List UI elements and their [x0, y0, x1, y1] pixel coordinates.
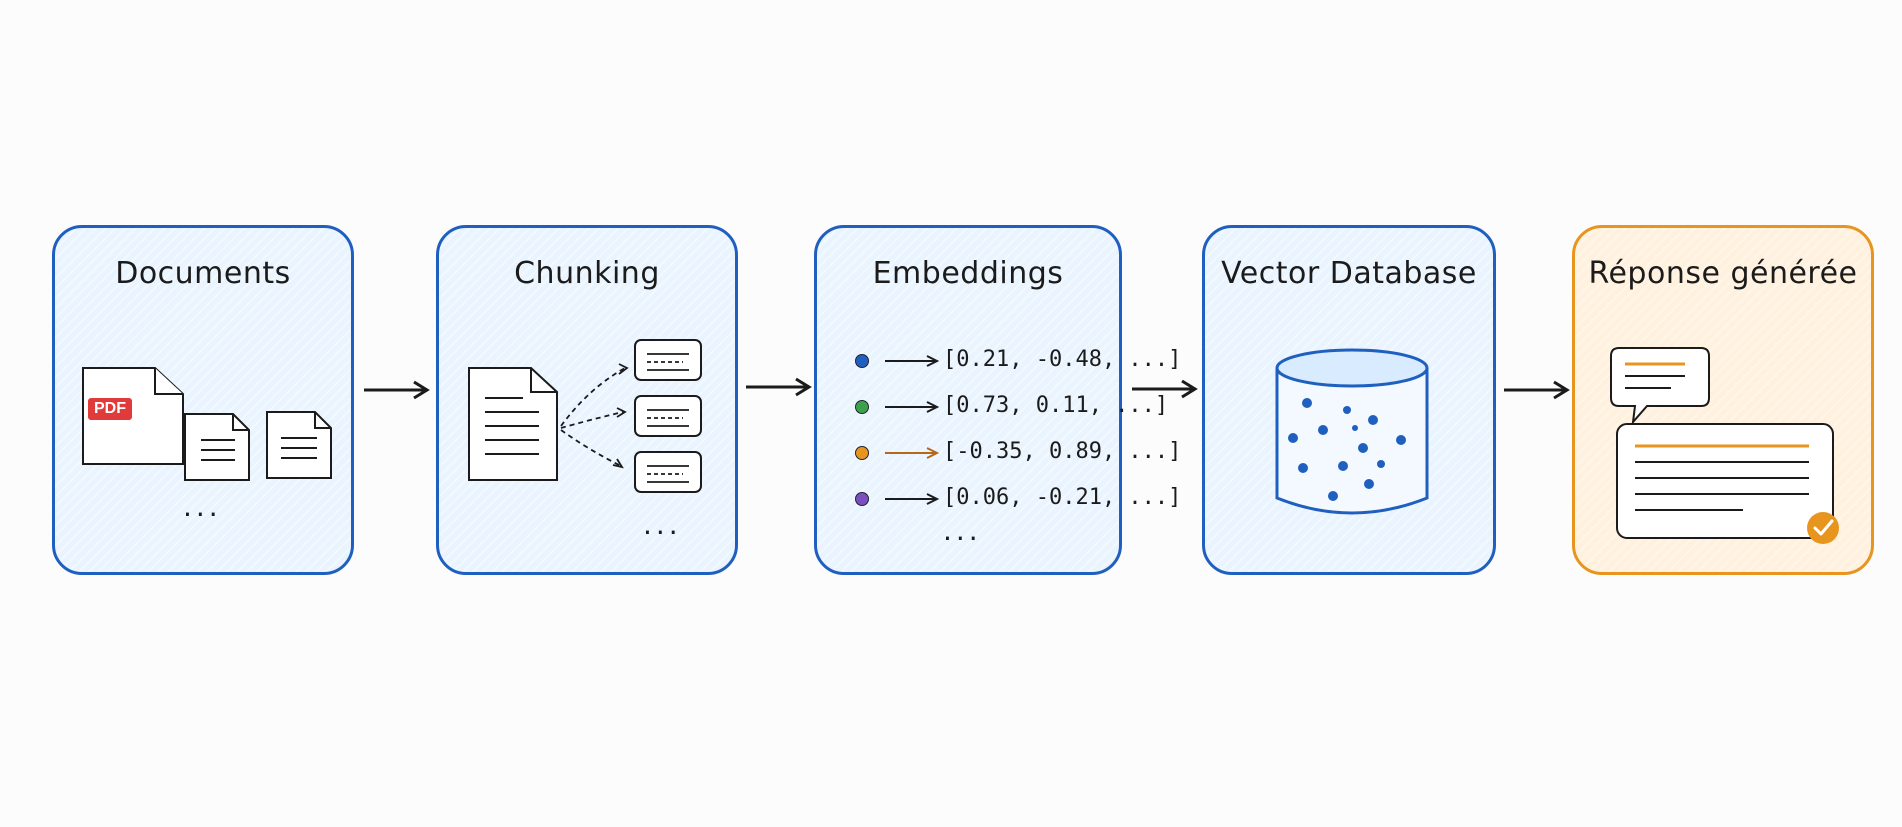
vector-value: [0.06, -0.21, ...] — [943, 485, 1182, 510]
database-icon — [1275, 348, 1429, 515]
arrow-right-icon — [746, 377, 812, 397]
vector-dot-icon — [855, 354, 869, 368]
arrow-right-icon — [364, 380, 430, 400]
documents-title: Documents — [115, 256, 291, 291]
vector-value: [-0.35, 0.89, ...] — [943, 439, 1182, 464]
vector-row: [0.06, -0.21, ...] — [855, 484, 1181, 514]
arrow-right-icon — [1132, 379, 1198, 399]
vector-dot-icon — [855, 446, 869, 460]
chunking-icon — [468, 339, 702, 493]
arrow-right-icon — [885, 355, 940, 367]
embeddings-title: Embeddings — [872, 256, 1064, 291]
vector-value: [0.73, 0.11, ...] — [943, 393, 1169, 418]
arrow-right-icon — [885, 493, 940, 505]
generated-response-card: Réponse générée — [1572, 225, 1874, 575]
documents-icon — [82, 367, 332, 481]
documents-card: Documents PDF ... — [52, 225, 354, 575]
embeddings-more: ... — [943, 514, 982, 547]
vector-row: [0.21, -0.48, ...] — [855, 346, 1181, 376]
vector-value: [0.21, -0.48, ...] — [943, 347, 1182, 372]
vector-database-title: Vector Database — [1221, 256, 1477, 291]
documents-more: ... — [183, 490, 222, 523]
chunking-more: ... — [643, 508, 682, 541]
arrow-right-icon — [1504, 380, 1570, 400]
generated-response-title: Réponse générée — [1588, 256, 1858, 291]
chunking-card: Chunking — [436, 225, 738, 575]
arrow-right-icon — [885, 447, 940, 459]
vector-database-card: Vector Database — [1202, 225, 1496, 575]
vector-row: [0.73, 0.11, ...] — [855, 392, 1168, 422]
pdf-badge: PDF — [88, 398, 132, 420]
vector-row: [-0.35, 0.89, ...] — [855, 438, 1181, 468]
embeddings-card: Embeddings [0.21, -0.48, ...] [0.73, 0.1… — [814, 225, 1181, 575]
vector-dot-icon — [855, 400, 869, 414]
chat-response-icon — [1610, 347, 1839, 544]
vector-dot-icon — [855, 492, 869, 506]
arrow-right-icon — [885, 401, 940, 413]
chunking-title: Chunking — [514, 256, 660, 291]
